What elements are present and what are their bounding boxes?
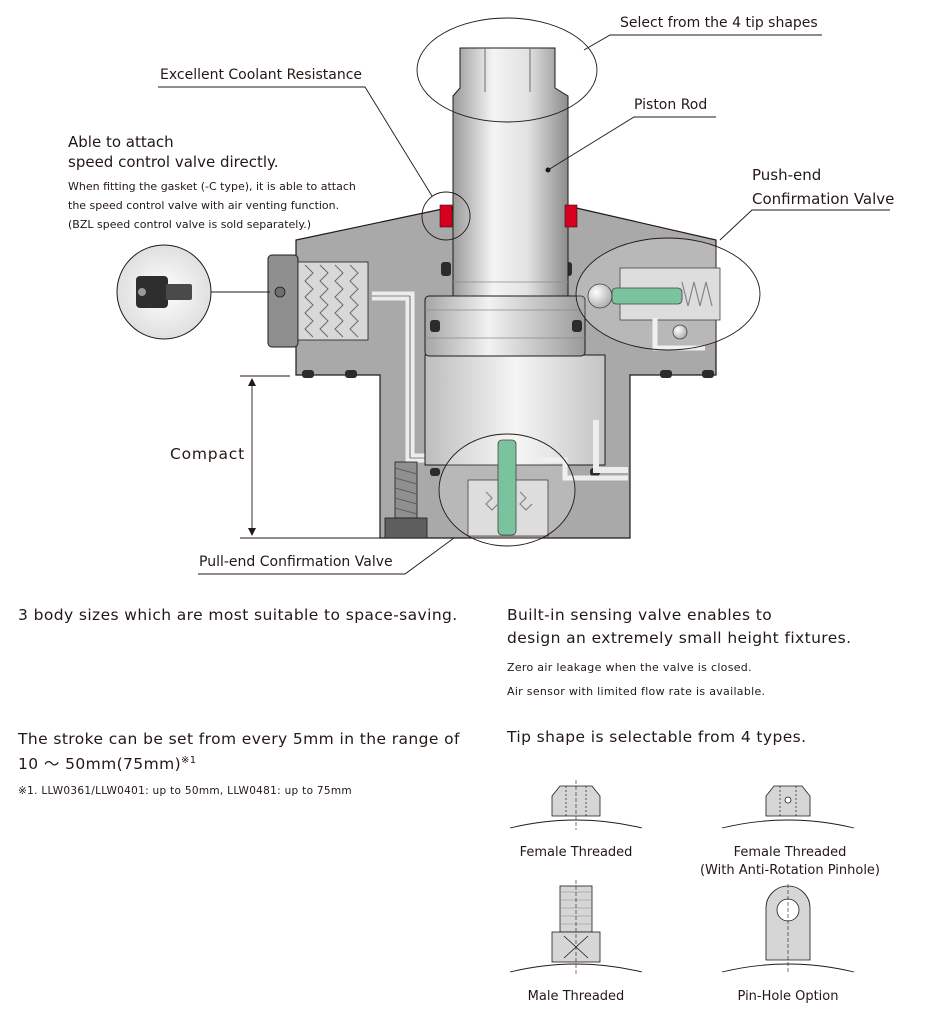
coolant-seal-left	[439, 204, 453, 228]
push-end-valve	[587, 267, 721, 351]
tip-female-threaded-drawing	[509, 780, 643, 830]
stroke-footnote-ref: ※1	[181, 755, 197, 766]
piston	[424, 295, 586, 357]
piston-rod	[452, 47, 569, 297]
callout-attach-line1: Able to attach	[68, 133, 174, 151]
callout-compact: Compact	[170, 445, 245, 463]
tip-shapes-highlight-circle	[416, 17, 598, 123]
pull-end-highlight-circle	[438, 433, 576, 547]
feature-sensing-note2: Air sensor with limited flow rate is ava…	[507, 685, 766, 698]
callout-attach-note2: the speed control valve with air venting…	[68, 199, 340, 212]
o-ring-seals	[302, 262, 714, 476]
callout-attach-note3: (BZL speed control valve is sold separat…	[68, 218, 312, 231]
speed-control-valve-photo	[116, 244, 212, 340]
tip-pin-hole-drawing	[721, 884, 855, 974]
feature-sensing-line1: Built-in sensing valve enables to	[507, 606, 773, 624]
callout-attach-line2: speed control valve directly.	[68, 153, 279, 171]
callout-coolant-resistance: Excellent Coolant Resistance	[160, 67, 363, 83]
callout-push-end-line2: Confirmation Valve	[752, 190, 895, 208]
tip-caption-male-threaded: Male Threaded	[527, 989, 625, 1004]
speed-control-plug	[267, 254, 299, 348]
feature-tip-heading: Tip shape is selectable from 4 types.	[507, 728, 807, 746]
pull-end-valve	[467, 439, 628, 537]
tip-caption-female-pinhole-sub: (With Anti-Rotation Pinhole)	[699, 863, 881, 878]
tip-caption-pin-hole: Pin-Hole Option	[737, 989, 839, 1004]
callout-piston-rod: Piston Rod	[634, 97, 708, 113]
feature-stroke-line1: The stroke can be set from every 5mm in …	[18, 730, 460, 748]
feature-stroke-note: ※1. LLW0361/LLW0401: up to 50mm, LLW0481…	[18, 785, 352, 797]
feature-stroke-line2: 10 ～ 50mm(75mm)※1	[18, 755, 197, 774]
feature-body-sizes: 3 body sizes which are most suitable to …	[18, 606, 458, 624]
tip-caption-female-threaded: Female Threaded	[519, 845, 633, 860]
threaded-port	[297, 261, 369, 341]
mounting-bolt	[384, 461, 428, 539]
leader-lines	[158, 34, 890, 575]
tip-caption-female-pinhole: Female Threaded	[733, 845, 847, 860]
feature-sensing-line2: design an extremely small height fixture…	[507, 629, 852, 647]
tip-male-threaded-drawing	[509, 880, 643, 974]
callout-attach-note1: When fitting the gasket (-C type), it is…	[68, 180, 356, 193]
coolant-seal-right	[564, 204, 578, 228]
tip-shape-illustrations	[509, 780, 855, 974]
feature-sensing-note1: Zero air leakage when the valve is close…	[507, 661, 752, 674]
push-end-highlight-circle	[575, 237, 761, 351]
cylinder-cross-section-diagram	[116, 17, 890, 575]
callout-push-end-line1: Push-end	[752, 166, 822, 184]
coolant-highlight-circle	[421, 191, 471, 241]
callout-pull-end: Pull-end Confirmation Valve	[199, 554, 393, 570]
tip-female-pinhole-drawing	[721, 785, 855, 829]
callout-tip-shapes: Select from the 4 tip shapes	[620, 15, 818, 31]
